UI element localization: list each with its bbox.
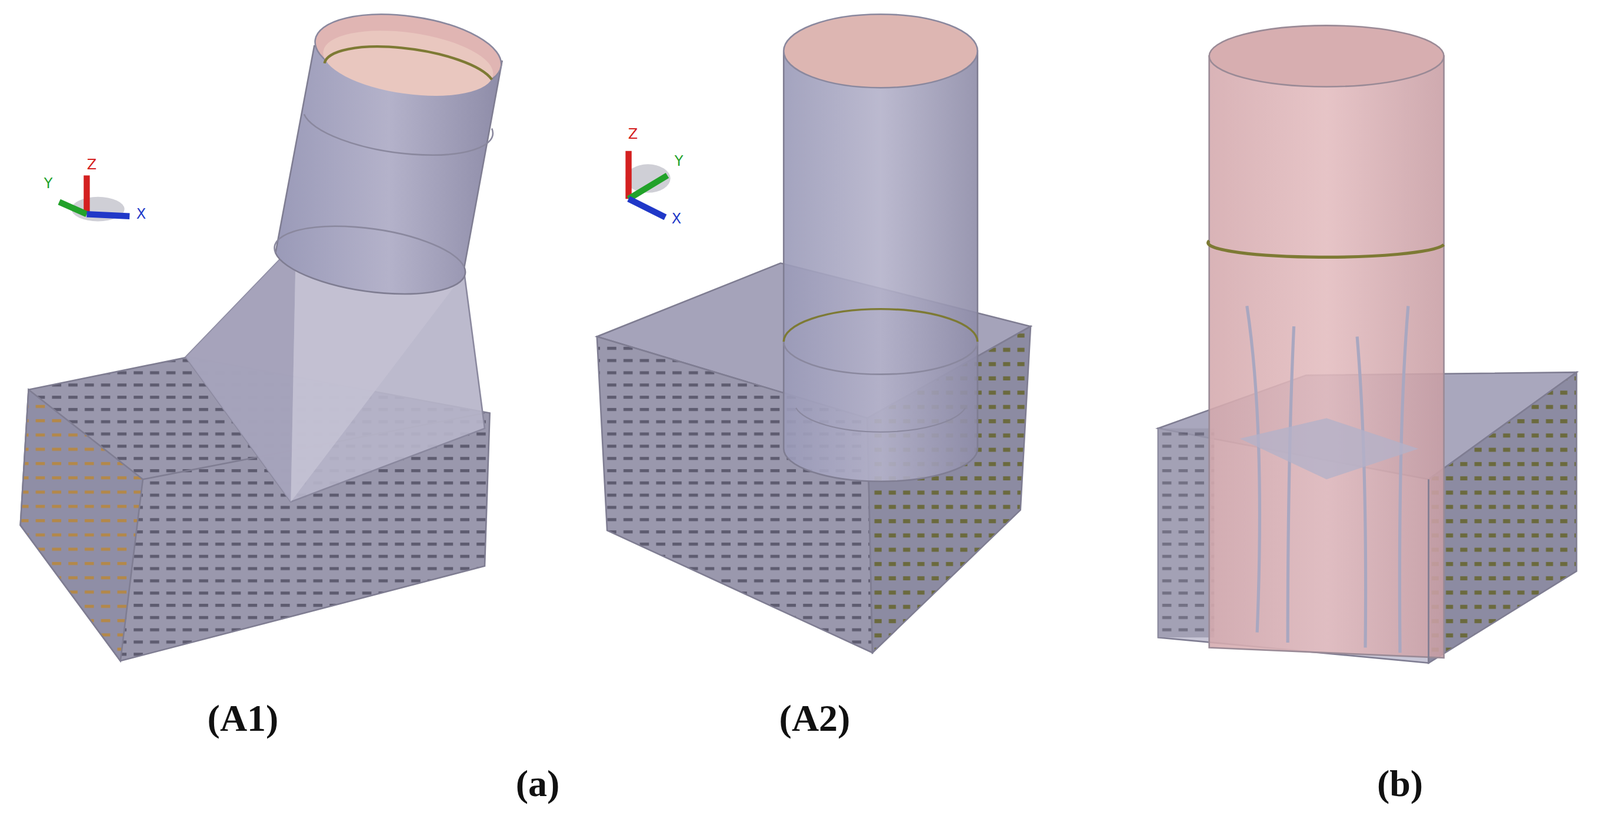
axis-label: Z <box>628 127 638 142</box>
axis-label: Y <box>674 154 684 169</box>
panel-label: (a) <box>515 765 560 803</box>
panel-label: (A1) <box>207 700 279 738</box>
panel-label: (b) <box>1377 765 1423 803</box>
axis-label: X <box>671 211 682 226</box>
axis-label: X <box>136 207 146 222</box>
axis-triad <box>59 175 130 222</box>
axis-triad <box>625 151 670 218</box>
axis-label: Z <box>87 157 97 172</box>
axis-label: Y <box>44 176 53 191</box>
panel-label: (A2) <box>779 700 851 738</box>
cutaway-model <box>1158 25 1577 663</box>
straight-model <box>597 14 1031 653</box>
tilted-model <box>20 3 507 662</box>
